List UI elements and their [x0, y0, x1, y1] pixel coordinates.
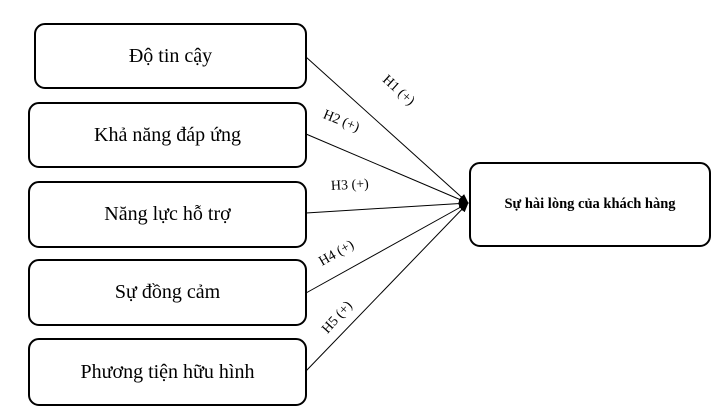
factor-label: Năng lực hỗ trợ [104, 203, 231, 225]
factor-label: Phương tiện hữu hình [80, 360, 255, 383]
arrow-h4 [305, 202, 469, 294]
factor-label: Độ tin cậy [128, 44, 213, 67]
arrow-h2 [305, 133, 469, 204]
factor-box-empathy: Sự đồng cảm [28, 259, 307, 326]
factor-box-reliability: Độ tin cậy [34, 23, 307, 89]
factor-label: Sự đồng cảm [114, 281, 221, 303]
arrow-h3 [305, 199, 469, 214]
outcome-box-customer-satisfaction: Sự hài lòng của khách hàng [469, 162, 711, 247]
factor-box-assurance: Năng lực hỗ trợ [28, 181, 307, 248]
arrow-h1 [305, 56, 469, 204]
hypothesis-label-h3: H3 (+) [330, 177, 370, 194]
outcome-label: Sự hài lòng của khách hàng [504, 196, 676, 212]
arrow-h5 [305, 202, 469, 372]
factor-box-tangibles: Phương tiện hữu hình [28, 338, 307, 406]
factor-box-responsiveness: Khả năng đáp ứng [28, 102, 307, 168]
factor-label: Khả năng đáp ứng [94, 123, 241, 146]
